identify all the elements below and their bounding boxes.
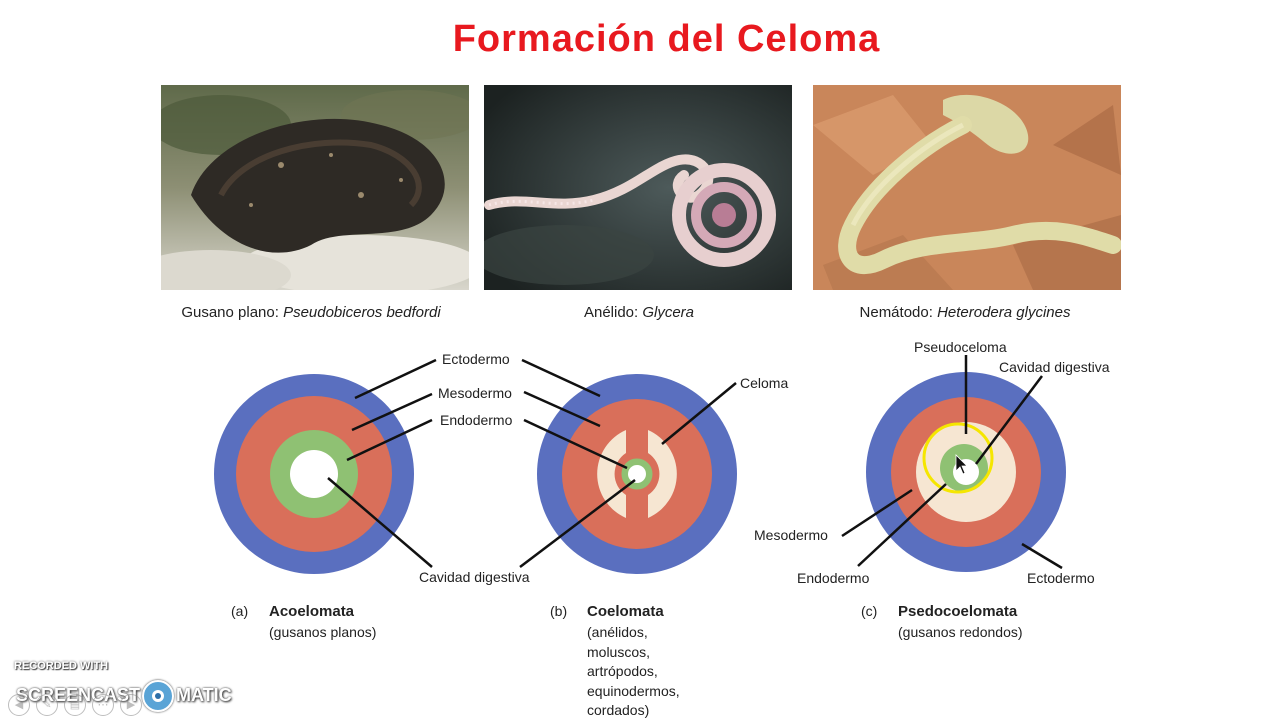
- page-title: Formación del Celoma: [452, 18, 881, 60]
- next-arrow-icon[interactable]: ▶: [120, 694, 142, 716]
- coelom-diagrams: Ectodermo Mesodermo Endodermo Celoma Cav…: [214, 339, 1110, 586]
- caption-sub-line: cordados): [587, 702, 650, 718]
- caption-prefix: Anélido:: [583, 304, 643, 321]
- caption-species: Pseudobiceros bedfordi: [283, 304, 441, 321]
- flatworm-photo: [161, 85, 469, 290]
- caption-sub-line: moluscos,: [587, 643, 651, 660]
- caption-sub-line: (gusanos planos): [269, 624, 377, 640]
- caption-letter: (b): [550, 603, 568, 619]
- glycera-photo: [484, 85, 792, 290]
- psedocoelomata-diagram: Pseudoceloma Cavidad digestiva Mesodermo…: [754, 339, 1110, 586]
- more-icon[interactable]: ⋯: [92, 694, 114, 716]
- nematode-photo: [813, 85, 1121, 290]
- caption-sub-line: (anélidos,: [587, 624, 648, 640]
- mouse-cursor-icon: [955, 454, 968, 475]
- prev-arrow-icon[interactable]: ◀: [8, 694, 30, 716]
- label-cavidad-digestiva: Cavidad digestiva: [419, 569, 530, 585]
- caption-coelomata: (b) Coelomata (anélidos, moluscos, artró…: [550, 603, 750, 720]
- caption-sub: (gusanos redondos): [898, 623, 1023, 643]
- label-ectodermo: Ectodermo: [442, 351, 510, 367]
- label-mesodermo-c: Mesodermo: [754, 527, 828, 543]
- nematode-caption: Nemátodo: Heterodera glycines: [811, 304, 1119, 321]
- caption-sub-line: (gusanos redondos): [898, 624, 1023, 640]
- caption-sub: (anélidos, moluscos, artrópodos, equinod…: [587, 623, 680, 721]
- label-endodermo: Endodermo: [440, 412, 513, 428]
- caption-name: Coelomata: [587, 603, 664, 620]
- coelomata-diagram: Celoma Cavidad digestiva: [419, 358, 788, 585]
- caption-sub-line: equinodermos,: [587, 682, 680, 699]
- caption-sub-line: artrópodos,: [587, 663, 658, 679]
- caption-psedocoelomata: (c) Psedocoelomata (gusanos redondos): [861, 603, 1081, 663]
- caption-letter: (c): [861, 603, 878, 619]
- label-ectodermo-c: Ectodermo: [1027, 570, 1095, 586]
- caption-species: Glycera: [642, 304, 695, 321]
- edit-icon[interactable]: ✎: [36, 694, 58, 716]
- acoelomata-diagram: Ectodermo Mesodermo Endodermo: [214, 351, 513, 574]
- slide-nav: ◀ ✎ ▤ ⋯ ▶: [8, 694, 142, 716]
- label-cavidad-digestiva-c: Cavidad digestiva: [999, 359, 1110, 375]
- label-endodermo-c: Endodermo: [797, 570, 870, 586]
- glycera-caption: Anélido: Glycera: [485, 304, 793, 321]
- caption-letter: (a): [231, 603, 249, 619]
- watermark-brand-right: MATIC: [176, 684, 232, 705]
- label-pseudoceloma: Pseudoceloma: [914, 339, 1007, 355]
- highlight-circle: [922, 422, 994, 494]
- caption-name: Acoelomata: [269, 603, 355, 620]
- caption-sub: (gusanos planos): [269, 623, 376, 643]
- slides-icon[interactable]: ▤: [64, 694, 86, 716]
- caption-prefix: Gusano plano:: [181, 304, 284, 321]
- caption-acoelomata: (a) Acoelomata (gusanos planos): [231, 603, 431, 663]
- label-celoma: Celoma: [740, 375, 788, 391]
- label-mesodermo: Mesodermo: [438, 385, 512, 401]
- watermark-recorded-text: RECORDED WITH: [14, 660, 109, 672]
- flatworm-caption: Gusano plano: Pseudobiceros bedfordi: [157, 304, 465, 321]
- caption-name: Psedocoelomata: [898, 603, 1018, 620]
- caption-prefix: Nemátodo:: [859, 304, 938, 321]
- screencast-logo-icon: [142, 680, 175, 712]
- caption-species: Heterodera glycines: [937, 304, 1071, 321]
